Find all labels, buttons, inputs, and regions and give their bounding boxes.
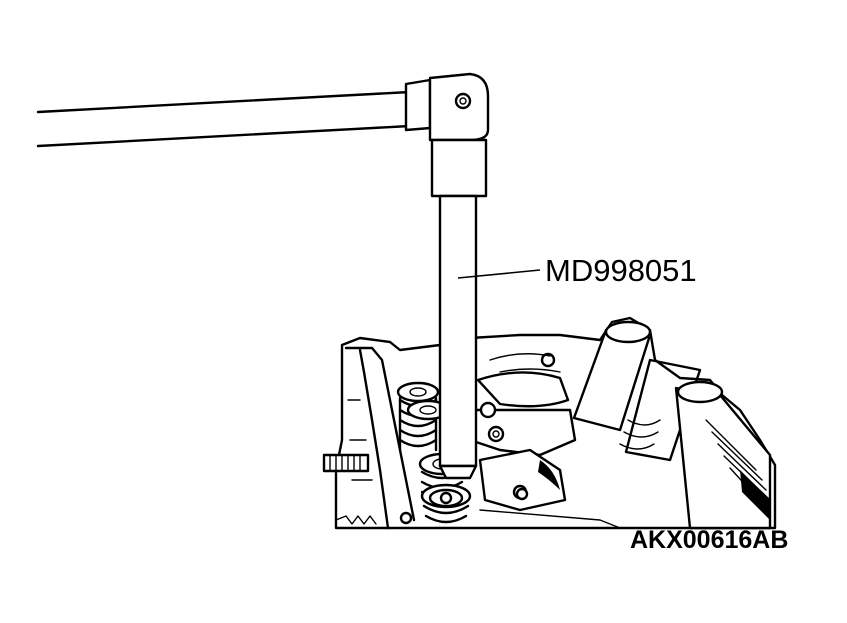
- right-tappet-cylinder: [572, 320, 702, 462]
- tool-collar: [430, 138, 488, 198]
- figure-code-label: AKX00616AB: [630, 526, 788, 554]
- cylinder-head-assembly: [322, 316, 777, 530]
- callout-leader-line: [457, 269, 541, 279]
- socket-head: [428, 488, 464, 508]
- tool-ratchet-head: [404, 72, 490, 142]
- tool-extension-shaft: [438, 194, 478, 480]
- special-tool: [36, 72, 490, 480]
- camshaft-area: [468, 352, 577, 512]
- stud-bolt: [322, 453, 370, 473]
- valve-springs-left: [396, 381, 450, 452]
- tool-handle-bar: [36, 90, 412, 148]
- tool-part-number-label: MD998051: [545, 253, 697, 288]
- right-finned-block: [674, 380, 772, 530]
